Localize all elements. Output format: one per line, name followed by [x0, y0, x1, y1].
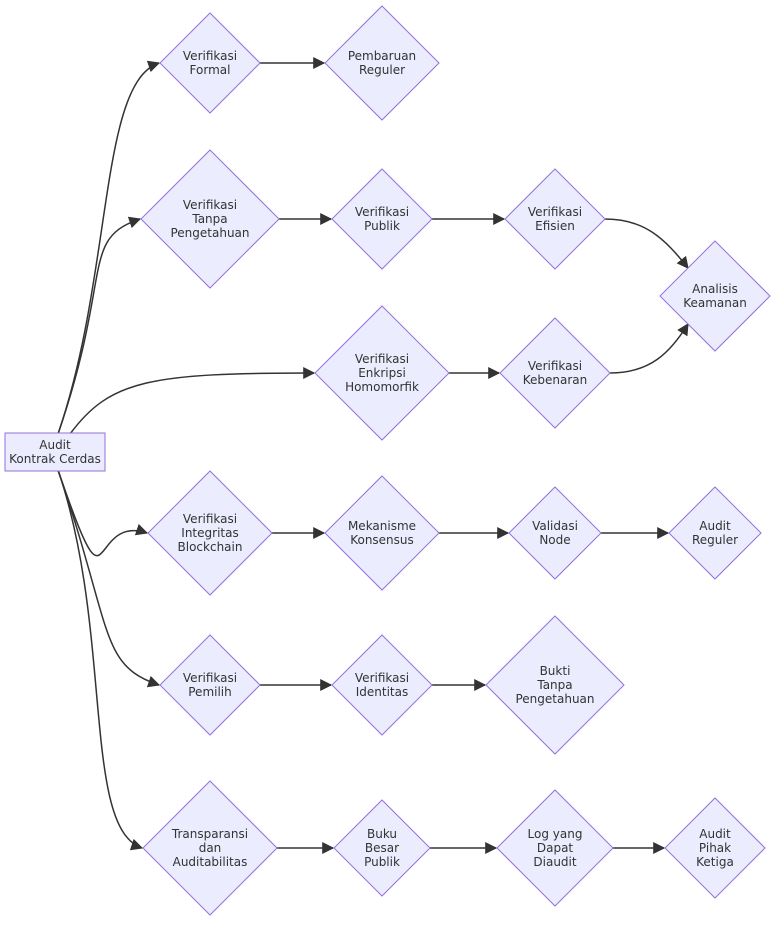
- node-label-line: Keamanan: [683, 296, 747, 310]
- node-diamond: [496, 789, 614, 907]
- node-diamond: [140, 149, 280, 289]
- node-diamond: [314, 305, 450, 441]
- node-diamond: [142, 780, 278, 916]
- node-label-line: Audit: [699, 519, 731, 533]
- node-label-line: Ketiga: [696, 855, 734, 869]
- node-label-line: Audit: [699, 827, 731, 841]
- node-label-line: Log yang: [528, 827, 583, 841]
- node-label-line: Pemilih: [188, 685, 232, 699]
- node-label-line: Formal: [190, 63, 231, 77]
- node-label-line: Verifikasi: [183, 512, 237, 526]
- node-label-line: Kebenaran: [523, 373, 588, 387]
- node-label-line: Homomorfik: [345, 380, 419, 394]
- node-box: [4, 432, 106, 472]
- node-label-line: Pihak: [699, 841, 731, 855]
- node-label-line: Bukti: [540, 664, 571, 678]
- node-label-line: Verifikasi: [528, 205, 582, 219]
- edge-audit-to-vf-integritas: [57, 469, 149, 557]
- edge-audit-to-vf-tanpa: [57, 216, 142, 435]
- node-diamond: [499, 317, 611, 429]
- node-diamond: [508, 486, 602, 580]
- node-diamond: [664, 797, 766, 899]
- node-diamond: [159, 12, 261, 114]
- edge-audit-to-vf-enkripsi: [69, 367, 316, 435]
- node-diamond: [159, 634, 261, 736]
- node-label-line: Identitas: [356, 685, 409, 699]
- node-label-line: Verifikasi: [528, 359, 582, 373]
- node-label-line: Audit: [39, 438, 71, 452]
- node-diamond: [331, 634, 433, 736]
- node-label-line: Efisien: [535, 219, 575, 233]
- edge-audit-to-vf-formal: [57, 60, 161, 435]
- edge-vf-efisien-to-analisis: [604, 218, 689, 269]
- node-diamond: [504, 168, 606, 270]
- edge-audit-to-transparansi: [57, 469, 144, 851]
- node-label-line: Diaudit: [533, 855, 576, 869]
- node-label-line: Verifikasi: [355, 205, 409, 219]
- node-label-line: Mekanisme: [348, 519, 416, 533]
- node-label-line: Integritas: [181, 526, 238, 540]
- node-diamond: [333, 799, 431, 897]
- node-label-line: Verifikasi: [183, 198, 237, 212]
- node-label-line: Besar: [365, 841, 399, 855]
- node-label-line: Auditabilitas: [173, 855, 248, 869]
- edges-layer: [57, 57, 689, 854]
- node-label-line: Verifikasi: [355, 671, 409, 685]
- node-diamond: [324, 5, 440, 121]
- node-label-line: Node: [539, 533, 570, 547]
- node-label-line: dan: [199, 841, 222, 855]
- node-diamond: [331, 168, 433, 270]
- node-label-line: Pengetahuan: [515, 692, 594, 706]
- node-label-line: Dapat: [537, 841, 574, 855]
- node-label-line: Pembaruan: [348, 49, 416, 63]
- node-label-line: Tanpa: [191, 212, 227, 226]
- node-label-line: Analisis: [692, 282, 738, 296]
- node-diamond: [485, 615, 625, 755]
- node-diamond: [668, 486, 762, 580]
- node-label-line: Konsensus: [350, 533, 414, 547]
- node-label-line: Verifikasi: [355, 352, 409, 366]
- edge-audit-to-vf-pemilih: [57, 469, 161, 688]
- node-diamond: [324, 475, 440, 591]
- node-label-line: Reguler: [359, 63, 405, 77]
- node-label-line: Verifikasi: [183, 49, 237, 63]
- node-label-line: Validasi: [532, 519, 578, 533]
- edge-vf-kebenaran-to-analisis: [609, 322, 689, 374]
- node-label-line: Blockchain: [178, 540, 243, 554]
- node-label-line: Verifikasi: [183, 671, 237, 685]
- node-label-line: Pengetahuan: [170, 226, 249, 240]
- node-label-line: Buku: [367, 827, 397, 841]
- node-diamond: [659, 240, 771, 352]
- node-label-line: Publik: [364, 219, 400, 233]
- node-label-line: Publik: [364, 855, 400, 869]
- node-label-line: Transparansi: [171, 827, 248, 841]
- node-label-line: Enkripsi: [358, 366, 406, 380]
- node-label-line: Kontrak Cerdas: [9, 452, 101, 466]
- node-diamond: [147, 470, 273, 596]
- node-label-line: Reguler: [692, 533, 738, 547]
- node-label-line: Tanpa: [536, 678, 572, 692]
